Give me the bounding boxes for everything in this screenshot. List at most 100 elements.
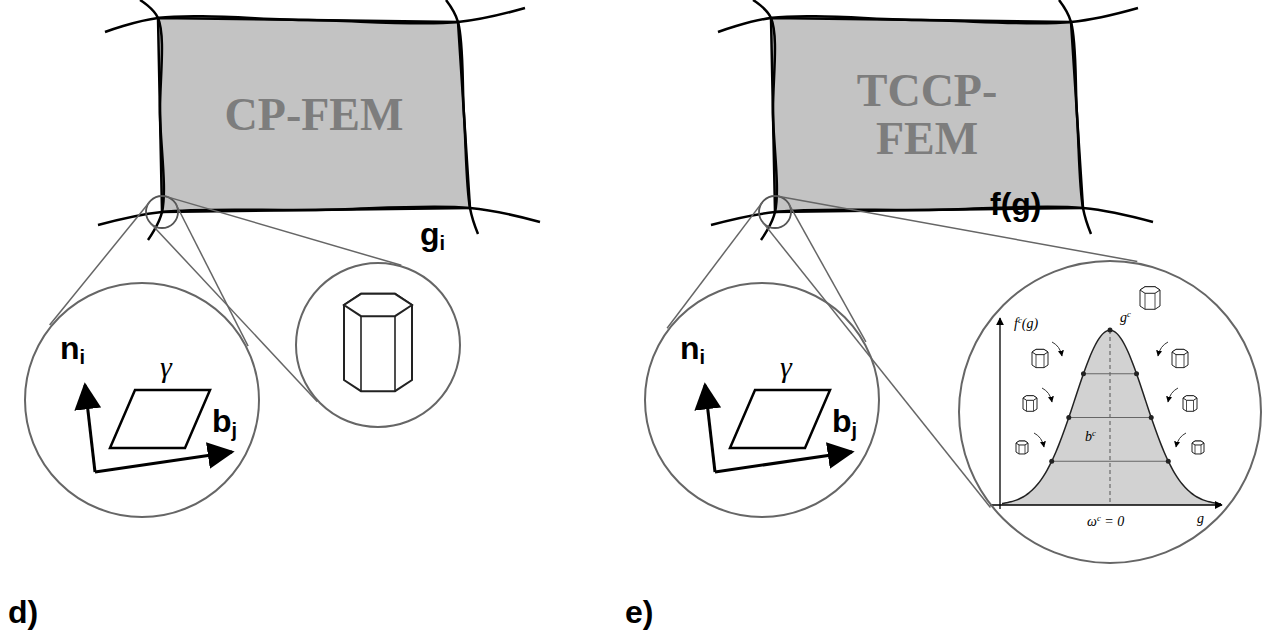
texture-circle: fc(g) gc bc ωc = 0 g — [958, 260, 1262, 564]
rotation-arrow — [1158, 342, 1168, 356]
zoom-circle: ni γ bj — [644, 282, 880, 518]
mesh-line — [105, 8, 525, 32]
element-fill — [771, 18, 1083, 212]
scatter-label: ωc = 0 — [1087, 514, 1124, 529]
prism-edge — [1026, 400, 1027, 411]
prism-top — [1023, 396, 1037, 401]
zoom-line — [778, 196, 1137, 261]
text-holder: γ — [780, 352, 792, 382]
prism-body — [1023, 396, 1037, 412]
orientation-label: gi — [420, 218, 445, 254]
prism-edge — [360, 316, 362, 391]
text-holder: CP-FEM — [158, 18, 470, 212]
zoom-marker — [50, 196, 402, 402]
burgers-arrow — [95, 452, 232, 472]
subscript: i — [700, 346, 706, 368]
superscript: c — [1092, 428, 1096, 438]
prism-edge — [394, 316, 396, 391]
level-line — [1083, 373, 1136, 374]
level-dot — [1149, 415, 1154, 420]
prism-top — [344, 294, 412, 316]
scattered-crystal — [1032, 342, 1062, 368]
mesh-line — [140, 0, 164, 240]
mesh-line — [1059, 0, 1091, 234]
distribution-area — [1002, 330, 1221, 505]
text-holder: f(g) — [990, 188, 1042, 220]
text-holder: ni — [60, 332, 85, 368]
prism-top — [1032, 349, 1048, 354]
prism-edge — [1176, 355, 1177, 368]
prism-top — [1183, 396, 1197, 401]
prism-edge — [1033, 400, 1034, 411]
text-holder: ni — [680, 332, 705, 368]
shear-label: γ — [160, 352, 172, 382]
text-holder: TCCP-FEM — [771, 18, 1083, 212]
prism-top — [1140, 287, 1160, 294]
level-dot — [1166, 459, 1171, 464]
zoom-circle: ni γ bj — [24, 282, 260, 518]
prism-edge — [1186, 400, 1187, 411]
axis-label: g — [1197, 512, 1204, 526]
scattered-crystal — [1016, 433, 1044, 454]
fe-mesh — [98, 0, 540, 240]
text-holder: g — [1197, 509, 1204, 527]
subscript: i — [80, 346, 86, 368]
prism-edge — [1201, 445, 1202, 454]
distribution-label: f(g) — [990, 188, 1042, 220]
y-axis — [999, 318, 1000, 509]
hcp-crystal — [344, 294, 412, 391]
scattered-crystal — [1168, 388, 1197, 411]
level-dot — [1081, 371, 1086, 376]
prism-edge — [1184, 355, 1185, 368]
scattered-crystal — [1176, 433, 1204, 454]
rotation-arrow — [1176, 433, 1186, 447]
slip-system — [705, 385, 852, 472]
distribution-curve — [1002, 330, 1221, 504]
panel-label: d) — [8, 596, 38, 628]
normal-arrow — [85, 385, 95, 472]
text-holder: bj — [832, 405, 857, 441]
zoom-line — [166, 197, 401, 266]
scattered-crystal — [1158, 342, 1188, 368]
element-quad: TCCP-FEM — [771, 18, 1083, 212]
prism-body — [1140, 287, 1160, 310]
text-holder: bj — [212, 405, 237, 441]
normal-label: ni — [680, 332, 705, 368]
prism-edge — [1145, 293, 1146, 309]
prism-body — [1192, 441, 1204, 454]
burgers-label: bj — [212, 405, 237, 441]
level-dot — [1134, 371, 1139, 376]
level-line — [1069, 417, 1151, 418]
mesh-line — [446, 0, 478, 234]
peak-dot — [1108, 328, 1113, 333]
burgers-label: bj — [832, 405, 857, 441]
slip-system — [85, 385, 232, 472]
prism-edge — [1019, 445, 1020, 454]
prism-body — [1183, 396, 1197, 412]
central-crystal — [1140, 287, 1160, 310]
subscript: j — [852, 419, 858, 441]
width-label: bc — [1085, 429, 1096, 444]
normal-label: ni — [60, 332, 85, 368]
text-holder: d) — [8, 596, 38, 628]
superscript: c — [1127, 309, 1131, 319]
prism-edge — [1195, 445, 1196, 454]
subscript: i — [440, 232, 446, 254]
prism-body — [344, 294, 412, 391]
zoom-circle — [296, 263, 460, 427]
zoom-marker — [667, 196, 1137, 507]
element-quad: CP-FEM — [158, 18, 470, 212]
axis-label: fc(g) — [1014, 316, 1038, 331]
panel-label: e) — [625, 596, 653, 628]
text-holder: e) — [625, 596, 653, 628]
x-axis — [990, 504, 1222, 505]
zoom-line — [762, 222, 990, 507]
component-label: gc — [1120, 310, 1131, 325]
text-holder: ωc = 0 — [1087, 512, 1124, 530]
text-holder: γ — [160, 352, 172, 382]
normal-arrow — [705, 385, 715, 472]
level-line — [1052, 461, 1169, 462]
element-fill — [158, 18, 470, 212]
